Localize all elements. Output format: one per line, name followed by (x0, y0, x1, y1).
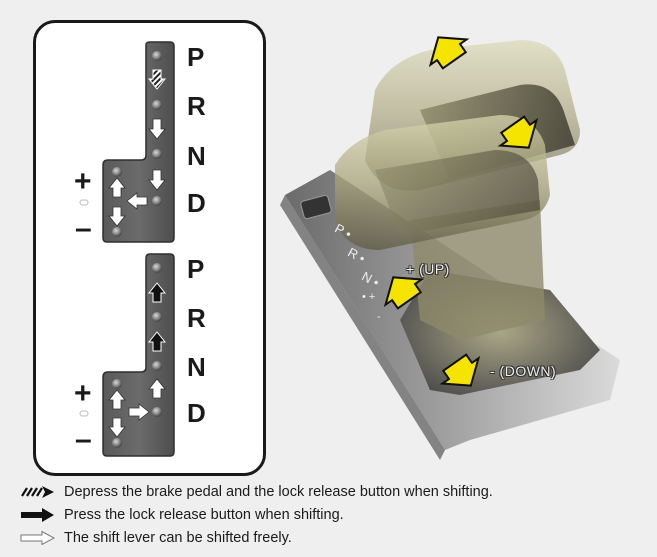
hatched-arrow-icon (21, 486, 54, 498)
shift-down-label: - (DOWN) (490, 363, 557, 379)
console-mark-p: P • (332, 221, 354, 242)
gear-dot-r (152, 312, 162, 322)
gear-label-n: N (187, 352, 206, 382)
manual-slot-icon (79, 199, 89, 206)
outline-arrow-icon (126, 192, 148, 210)
gear-label-p: P (187, 254, 205, 284)
gear-label-d: D (187, 188, 206, 218)
outline-arrow-icon (148, 169, 166, 191)
legend-text: The shift lever can be shifted freely. (64, 530, 292, 546)
outline-arrow-icon (20, 531, 56, 545)
gear-dot-n (152, 361, 162, 371)
lower-gate-graphic (79, 253, 175, 457)
console-mark-r: R • (345, 245, 368, 267)
gear-dot-n (152, 149, 162, 159)
gear-label-d: D (187, 398, 206, 428)
console-mark-n: N • (359, 269, 382, 291)
shift-lock-release-button (300, 194, 332, 220)
solid-arrow-icon (147, 282, 167, 303)
console-mark-minus: - (377, 311, 381, 323)
gear-dot-plus (112, 379, 122, 389)
manual-plus-label: + (74, 377, 92, 410)
yellow-arrow-down-icon (439, 353, 481, 387)
gear-dot-p (152, 263, 162, 273)
outline-arrow-icon (108, 177, 126, 198)
gear-label-n: N (187, 141, 206, 171)
knob-main-dark (375, 150, 540, 235)
gear-dot-p (152, 51, 162, 61)
gear-dot-d (152, 196, 162, 206)
shift-lever-graphic: P • R • N • • + - (280, 36, 620, 460)
upper-gate-graphic (79, 41, 175, 243)
console-slab-edge (280, 195, 445, 460)
gear-dot-minus (112, 227, 122, 237)
shift-lever-illustration: P • R • N • • + - + (UP) - (DOWN) (280, 20, 657, 470)
outline-arrow-icon (148, 378, 166, 399)
manual-minus-label: – (75, 212, 92, 245)
gear-dot-d (152, 407, 162, 417)
gear-dot-plus (112, 167, 122, 177)
gear-label-r: R (187, 303, 206, 333)
yellow-arrow-top-down-icon (497, 115, 539, 149)
gear-dot-r (152, 100, 162, 110)
yellow-arrow-top-up-icon (428, 36, 470, 70)
hatched-arrow-icon (147, 69, 167, 90)
outline-arrow-icon (108, 206, 126, 227)
legend-text: Press the lock release button when shift… (64, 507, 344, 523)
gear-label-r: R (187, 91, 206, 121)
outline-arrow-icon (148, 118, 166, 140)
manual-plus-label: + (74, 165, 92, 198)
manual-slot-icon (79, 410, 89, 417)
solid-arrow-icon (21, 508, 54, 522)
gear-dot-minus (112, 438, 122, 448)
legend-text: Depress the brake pedal and the lock rel… (64, 484, 493, 500)
console-mark-plus: • + (362, 291, 375, 303)
shift-up-label: + (UP) (406, 261, 450, 277)
solid-arrow-icon (147, 331, 167, 352)
outline-arrow-icon (108, 417, 126, 438)
outline-arrow-icon (108, 389, 126, 410)
outline-arrow-icon (128, 403, 150, 421)
yellow-arrow-up-icon (383, 276, 425, 310)
manual-minus-label: – (75, 423, 92, 456)
gear-label-p: P (187, 42, 205, 72)
